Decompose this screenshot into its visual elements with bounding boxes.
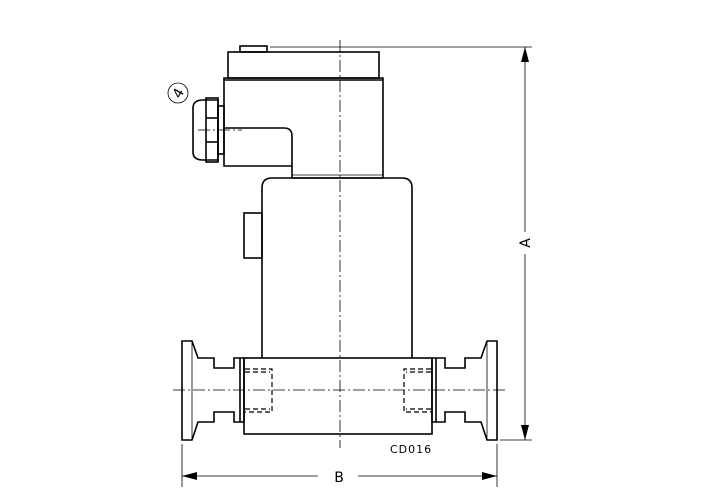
top-cap xyxy=(224,45,383,81)
sensor-body xyxy=(243,177,413,358)
head-housing xyxy=(223,77,384,179)
dimension-b: B xyxy=(181,444,498,487)
drawing-code: CD016 xyxy=(390,443,432,456)
left-clamp-flange xyxy=(181,340,245,441)
dimension-a: A xyxy=(270,46,534,441)
callout-4: 4 xyxy=(167,82,189,104)
callout-label: 4 xyxy=(170,86,188,102)
pipe-section xyxy=(243,357,433,435)
dimension-a-label: A xyxy=(518,238,534,248)
cable-gland xyxy=(192,97,225,163)
right-clamp-flange xyxy=(431,340,498,441)
dimension-b-label: B xyxy=(334,470,344,486)
